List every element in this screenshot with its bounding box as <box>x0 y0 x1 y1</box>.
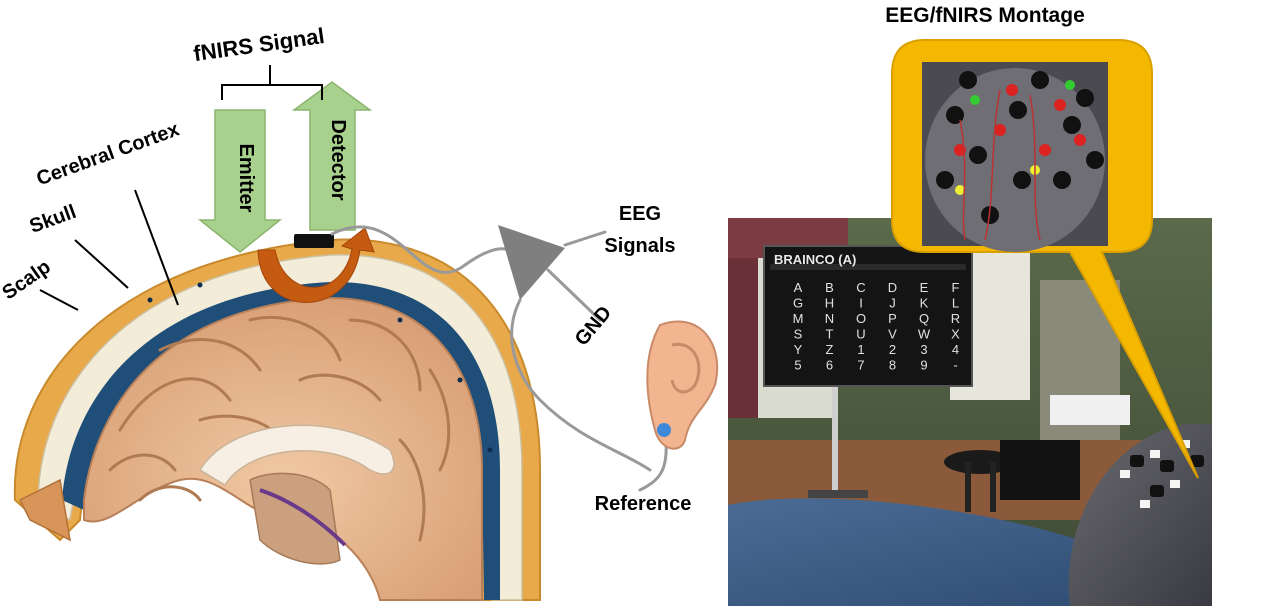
speller-char: 2 <box>889 342 896 357</box>
cerebral-cortex-label: Cerebral Cortex <box>34 118 183 190</box>
brainstem <box>249 472 341 565</box>
speller-char: D <box>888 280 897 295</box>
light-path-arrow <box>257 227 375 303</box>
skull-label: Skull <box>27 201 79 238</box>
speller-char: 6 <box>826 358 833 373</box>
speller-char: M <box>793 311 804 326</box>
emitter-label: Emitter <box>235 144 257 213</box>
speller-char: P <box>888 311 897 326</box>
participant-head <box>1068 423 1212 606</box>
speller-char: Q <box>919 311 929 326</box>
speller-char: E <box>920 280 929 295</box>
speller-char: 1 <box>857 342 864 357</box>
speller-char: 7 <box>857 358 864 373</box>
vessel <box>259 488 347 547</box>
eeg-signals-label-line1: EEG <box>619 203 661 225</box>
speller-char: - <box>953 358 957 373</box>
fnirs-bracket <box>221 65 323 100</box>
optode-sensor <box>294 234 334 248</box>
speller-char: W <box>918 327 931 342</box>
speller-char: S <box>794 327 803 342</box>
speller-char: X <box>951 327 960 342</box>
speller-char: T <box>826 327 834 342</box>
speller-char: C <box>856 280 865 295</box>
speller-char: J <box>889 296 896 311</box>
detector-label: Detector <box>327 119 349 200</box>
speller-char: N <box>825 311 834 326</box>
speller-char: L <box>952 296 959 311</box>
speller-char: Y <box>794 342 803 357</box>
ear-icon <box>646 320 719 450</box>
reference-electrode <box>657 423 671 437</box>
speller-char: 9 <box>920 358 927 373</box>
montage-callout <box>891 39 1199 479</box>
speller-char: F <box>952 280 960 295</box>
amplifier-icon <box>498 225 565 300</box>
cap-electrodes <box>936 71 1104 224</box>
speller-char: 4 <box>952 342 959 357</box>
speller-char: R <box>951 311 960 326</box>
speller-header: BRAINCO (A) <box>774 252 856 267</box>
leader-lines <box>39 189 179 311</box>
eeg-signals-label-line2: Signals <box>604 235 675 257</box>
fnirs-signal-label: fNIRS Signal <box>192 23 326 66</box>
speller-char: O <box>856 311 866 326</box>
speller-char: K <box>920 296 929 311</box>
speller-char: Z <box>826 342 834 357</box>
corpus-callosum <box>198 424 395 487</box>
speller-char: A <box>794 280 803 295</box>
frontal-sinus <box>18 478 71 542</box>
speller-char: 8 <box>889 358 896 373</box>
head-cross-section <box>13 238 541 601</box>
speller-char: H <box>825 296 834 311</box>
detector-arrow <box>291 81 373 231</box>
speller-char: V <box>888 327 897 342</box>
speller-char: I <box>859 296 863 311</box>
emitter-arrow <box>197 109 283 253</box>
speller-char: B <box>825 280 834 295</box>
speller-char: 3 <box>920 342 927 357</box>
cap-wires <box>959 89 1041 241</box>
gnd-label: GND <box>571 302 616 350</box>
figure-title: EEG/fNIRS Montage <box>885 4 1085 27</box>
speller-char: 5 <box>794 358 801 373</box>
speller-monitor <box>763 245 973 387</box>
scalp-label: Scalp <box>0 256 55 305</box>
reference-label: Reference <box>595 493 692 515</box>
speller-char: U <box>856 327 865 342</box>
speller-char: G <box>793 296 803 311</box>
